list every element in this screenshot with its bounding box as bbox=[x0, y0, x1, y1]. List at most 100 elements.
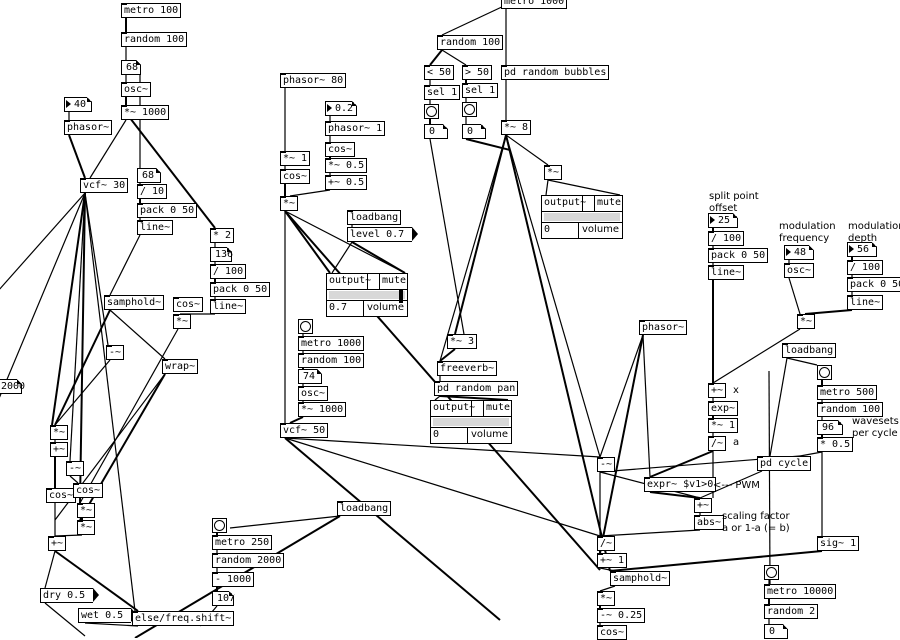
patch-cord[interactable] bbox=[284, 437, 601, 537]
patch-cord[interactable] bbox=[439, 134, 507, 362]
patch-cord[interactable] bbox=[769, 357, 788, 457]
patch-cord[interactable] bbox=[429, 49, 443, 66]
freeverb-object[interactable]: freeverb~ bbox=[437, 361, 498, 376]
patch-cord[interactable] bbox=[429, 138, 466, 341]
number-box[interactable]: 107 bbox=[212, 591, 235, 606]
phasor-object[interactable]: phasor~ bbox=[639, 320, 688, 335]
add-object[interactable]: +~ bbox=[708, 383, 727, 398]
pack-object[interactable]: pack 0 50 bbox=[210, 282, 271, 297]
add-object[interactable]: +~ 1 bbox=[597, 553, 628, 568]
abs-object[interactable]: abs~ bbox=[694, 515, 725, 530]
multiply-object[interactable]: *~ bbox=[797, 314, 816, 329]
patch-cord[interactable] bbox=[599, 585, 616, 592]
patch-cord[interactable] bbox=[454, 134, 507, 335]
line-object[interactable]: line~ bbox=[847, 295, 884, 310]
number-box[interactable]: 68 bbox=[121, 60, 142, 75]
phasor-object[interactable]: phasor~ 80 bbox=[280, 73, 347, 88]
multiply-object[interactable]: * 0.5 bbox=[817, 437, 854, 452]
subpatch-object[interactable]: pd random pan bbox=[434, 381, 519, 396]
number-box[interactable]: 0 bbox=[764, 624, 788, 639]
sig-object[interactable]: sig~ 1 bbox=[817, 536, 860, 551]
multiply-object[interactable]: *~ bbox=[77, 520, 96, 535]
patch-cord[interactable] bbox=[351, 241, 406, 274]
patch-cord[interactable] bbox=[289, 189, 331, 197]
patch-cord[interactable] bbox=[649, 491, 701, 499]
patch-cord[interactable] bbox=[54, 359, 111, 426]
number-box[interactable]: 0.2 bbox=[325, 101, 357, 116]
multiply-object[interactable]: *~ 1000 bbox=[121, 105, 170, 120]
patch-cord[interactable] bbox=[284, 210, 331, 274]
patch-cord[interactable] bbox=[79, 328, 179, 504]
subpatch-object[interactable]: pd random bubbles bbox=[501, 65, 610, 80]
number-box[interactable]: 0 bbox=[424, 124, 448, 139]
cos-object[interactable]: cos~ bbox=[73, 483, 104, 498]
divide-object[interactable]: / 100 bbox=[210, 264, 247, 279]
multiply-object[interactable]: *~ bbox=[173, 314, 192, 329]
patch-cord[interactable] bbox=[79, 373, 166, 521]
patch-cord[interactable] bbox=[84, 192, 109, 346]
patch-cord[interactable] bbox=[545, 179, 549, 196]
patch-cord[interactable] bbox=[505, 134, 611, 572]
bang-button[interactable] bbox=[298, 319, 313, 334]
number-box[interactable]: 2000 bbox=[0, 379, 25, 394]
add-object[interactable]: +~ 0.5 bbox=[325, 175, 368, 190]
bang-button[interactable] bbox=[424, 104, 439, 119]
divide-object[interactable]: /~ bbox=[708, 436, 727, 451]
patch-cord[interactable] bbox=[68, 134, 86, 179]
patch-cord[interactable] bbox=[109, 309, 166, 360]
dry-message[interactable]: dry 0.5 bbox=[40, 588, 100, 603]
metro-object[interactable]: metro 100 bbox=[121, 3, 182, 18]
line-object[interactable]: line~ bbox=[708, 265, 745, 280]
level-message[interactable]: level 0.7 bbox=[347, 227, 419, 242]
number-box[interactable]: 0 bbox=[462, 124, 486, 139]
random-object[interactable]: random 100 bbox=[121, 32, 188, 47]
number-box[interactable]: 96 bbox=[817, 420, 843, 435]
add-object[interactable]: +~ bbox=[48, 536, 67, 551]
select-object[interactable]: sel 1 bbox=[462, 83, 499, 98]
multiply-object[interactable]: *~ 8 bbox=[501, 120, 532, 135]
patch-cord[interactable] bbox=[69, 475, 79, 484]
exp-object[interactable]: exp~ bbox=[708, 401, 739, 416]
freq-shift-object[interactable]: else/freq.shift~ bbox=[132, 611, 235, 626]
cos-object[interactable]: cos~ bbox=[46, 488, 77, 503]
metro-object[interactable]: metro 1000 bbox=[298, 336, 365, 351]
patch-cord[interactable] bbox=[54, 534, 83, 537]
patch-cord[interactable] bbox=[54, 309, 111, 426]
osc-object[interactable]: osc~ bbox=[784, 263, 815, 278]
patch-cord[interactable] bbox=[768, 370, 771, 585]
patch-cord[interactable] bbox=[786, 357, 818, 366]
samphold-object[interactable]: samphold~ bbox=[104, 295, 165, 310]
patch-cord[interactable] bbox=[109, 234, 141, 296]
patch-cord[interactable] bbox=[84, 192, 136, 612]
patch-cord[interactable] bbox=[84, 622, 139, 627]
add-object[interactable]: +~ bbox=[694, 498, 713, 513]
loadbang-object[interactable]: loadbang bbox=[782, 343, 837, 358]
number-box[interactable]: 56 bbox=[847, 242, 877, 257]
bang-button[interactable] bbox=[462, 102, 477, 117]
multiply-object[interactable]: *~ 1000 bbox=[298, 402, 347, 417]
patch-cord[interactable] bbox=[441, 49, 467, 66]
number-box[interactable]: 25 bbox=[708, 213, 738, 228]
multiply-object[interactable]: * 2 bbox=[210, 228, 235, 243]
patch-cord[interactable] bbox=[284, 437, 601, 458]
vcf-object[interactable]: vcf~ 50 bbox=[280, 423, 329, 438]
random-object[interactable]: random 100 bbox=[817, 402, 884, 417]
multiply-object[interactable]: *~ bbox=[280, 196, 299, 211]
pack-object[interactable]: pack 0 50 bbox=[847, 277, 900, 292]
patch-cord[interactable] bbox=[439, 348, 456, 362]
divide-object[interactable]: / 100 bbox=[847, 260, 884, 275]
compare-object[interactable]: < 50 bbox=[424, 65, 455, 80]
patch-cord[interactable] bbox=[505, 134, 549, 166]
compare-object[interactable]: > 50 bbox=[462, 65, 493, 80]
patch-cord[interactable] bbox=[229, 515, 341, 529]
wet-message[interactable]: wet 0.5 bbox=[78, 608, 138, 623]
select-object[interactable]: sel 1 bbox=[424, 85, 461, 100]
patch-cord[interactable] bbox=[799, 451, 823, 457]
number-box[interactable]: 136 bbox=[210, 247, 233, 262]
line-object[interactable]: line~ bbox=[137, 220, 174, 235]
patch-cord[interactable] bbox=[441, 4, 507, 36]
pack-object[interactable]: pack 0 50 bbox=[137, 203, 198, 218]
